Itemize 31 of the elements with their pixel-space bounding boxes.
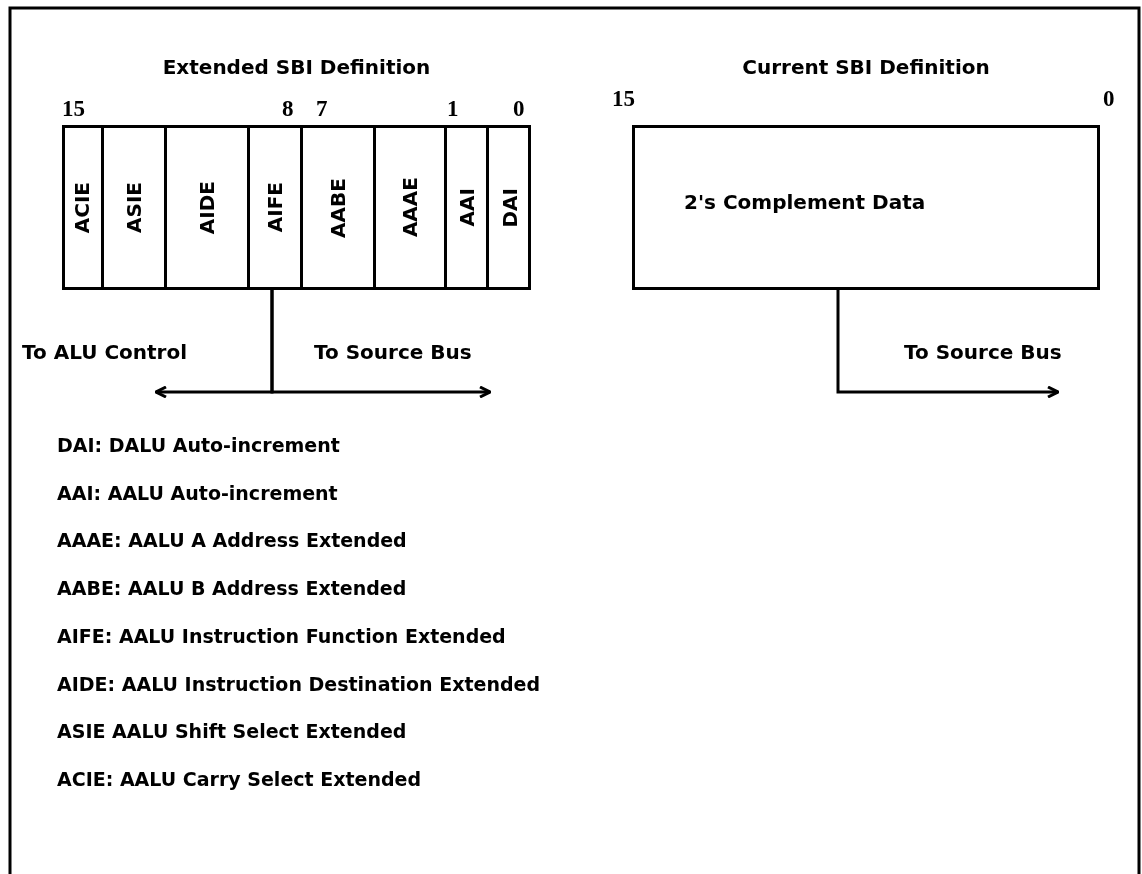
arrow [270, 290, 492, 399]
bit-number: 15 [62, 96, 85, 122]
bit-number: 7 [316, 96, 328, 122]
definition-note: DAI: DALU Auto-increment [57, 434, 340, 456]
bit-number: 0 [1103, 86, 1115, 112]
arrow [836, 290, 1060, 399]
bit-field: ASIE [104, 128, 167, 287]
bit-field: AAAE [376, 128, 447, 287]
bit-field: DAI [489, 128, 531, 287]
definition-note: ACIE: AALU Carry Select Extended [57, 767, 422, 790]
definition-note: AIDE: AALU Instruction Destination Extended [57, 672, 541, 695]
edge-label: To ALU Control [22, 340, 188, 364]
register-title: Extended SBI Definition [161, 55, 432, 79]
edge-label: To Source Bus [314, 340, 472, 364]
definition-note: AABE: AALU B Address Extended [57, 577, 407, 600]
bit-field: AIFE [250, 128, 303, 287]
definition-note: AIFE: AALU Instruction Function Extended [57, 624, 506, 647]
bit-field: ACIE [62, 128, 104, 287]
bit-number: 8 [282, 96, 294, 122]
bit-number: 15 [612, 86, 635, 112]
definition-note: AAI: AALU Auto-increment [57, 481, 338, 504]
field-text: 2's Complement Data [684, 190, 926, 214]
bit-number: 1 [447, 96, 459, 122]
bit-number: 0 [513, 96, 525, 122]
definition-note: ASIE AALU Shift Select Extended [57, 720, 407, 743]
bit-field: AIDE [167, 128, 250, 287]
edge-label: To Source Bus [904, 340, 1062, 364]
bit-field: AAI [447, 128, 489, 287]
register-title: Current SBI Definition [741, 55, 991, 79]
definition-note: AAAE: AALU A Address Extended [57, 529, 407, 552]
bit-field: AABE [303, 128, 376, 287]
